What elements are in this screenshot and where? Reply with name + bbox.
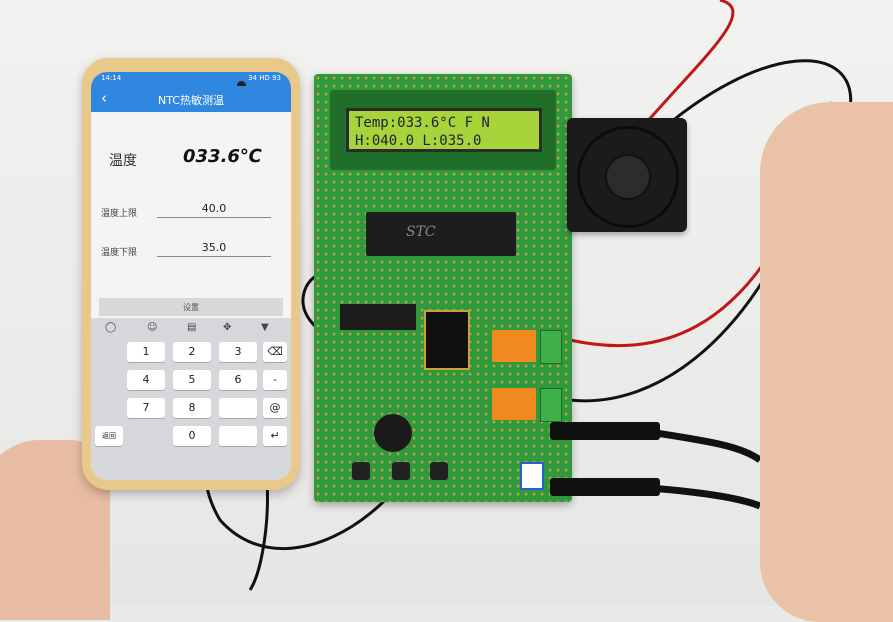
fan-hub (605, 154, 651, 200)
key-5[interactable]: 5 (173, 370, 211, 390)
upper-limit-input[interactable]: 40.0 (157, 202, 271, 218)
enter-key[interactable]: ↵ (263, 426, 287, 446)
back-arrow-icon[interactable]: ‹ (101, 89, 107, 107)
driver-ic (340, 304, 416, 330)
app-bar: ‹ NTC热敏测温 (91, 86, 291, 112)
relay-1 (492, 330, 536, 362)
status-bar: 14:14 34 HD 93 (91, 72, 291, 86)
key-7[interactable]: 7 (127, 398, 165, 418)
terminal-block-2 (540, 388, 562, 422)
app-title: NTC热敏测温 (158, 94, 224, 107)
key-9[interactable] (219, 398, 257, 418)
clipboard-icon[interactable]: ▤ (187, 322, 197, 333)
lower-limit-input[interactable]: 35.0 (157, 241, 271, 257)
lcd-module: Temp:033.6°C F N H:040.0 L:035.0 (330, 90, 556, 170)
key-6[interactable]: 6 (219, 370, 257, 390)
terminal-block-1 (540, 330, 562, 364)
temperature-value: 033.6℃ (183, 146, 262, 167)
at-key[interactable]: @ (263, 398, 287, 418)
space-key[interactable] (219, 426, 257, 446)
chip-label: STC (406, 224, 436, 240)
numeric-keyboard: ◯ ☺ ▤ ✥ ▼ 1 2 3 ⌫ 4 5 6 - 7 8 @ 返回 0 (91, 318, 291, 480)
dc-jack-1 (550, 422, 660, 440)
keyboard-toolbar: ◯ ☺ ▤ ✥ ▼ (91, 318, 291, 340)
lcd-screen: Temp:033.6°C F N H:040.0 L:035.0 (346, 108, 542, 152)
relay-2 (492, 388, 536, 420)
upper-limit-label: 温度上限 (101, 209, 138, 219)
key-2[interactable]: 2 (173, 342, 211, 362)
lower-limit-label: 温度下限 (101, 248, 138, 258)
key-1[interactable]: 1 (127, 342, 165, 362)
right-hand (760, 102, 893, 622)
microcontroller-chip: STC (366, 212, 516, 256)
backspace-key[interactable]: ⌫ (263, 342, 287, 362)
tact-button-1[interactable] (352, 462, 370, 480)
pcb-board: Temp:033.6°C F N H:040.0 L:035.0 STC (314, 74, 572, 502)
wifi-module (424, 310, 470, 370)
cursor-move-icon[interactable]: ✥ (223, 322, 232, 333)
key-0[interactable]: 0 (173, 426, 211, 446)
temperature-label: 温度 (109, 153, 137, 169)
front-camera (237, 81, 246, 90)
emoji-icon[interactable]: ☺ (147, 322, 158, 333)
smartphone: 14:14 34 HD 93 ‹ NTC热敏测温 温度 033.6℃ 温度上限 … (82, 58, 300, 490)
tact-button-3[interactable] (430, 462, 448, 480)
status-time: 14:14 (101, 74, 122, 82)
set-button[interactable]: 设置 (99, 298, 283, 316)
key-4[interactable]: 4 (127, 370, 165, 390)
key-8[interactable]: 8 (173, 398, 211, 418)
keyboard-mode-icon[interactable]: ◯ (105, 322, 117, 333)
key-3[interactable]: 3 (219, 342, 257, 362)
collapse-keyboard-icon[interactable]: ▼ (261, 322, 269, 333)
tact-button-2[interactable] (392, 462, 410, 480)
cooling-fan (567, 118, 687, 232)
buzzer (374, 414, 412, 452)
lcd-line-1: Temp:033.6°C F N (355, 115, 490, 131)
dc-jack-2 (550, 478, 660, 496)
phone-screen: 14:14 34 HD 93 ‹ NTC热敏测温 温度 033.6℃ 温度上限 … (91, 72, 291, 480)
minus-key[interactable]: - (263, 370, 287, 390)
fan-ring (577, 126, 679, 228)
power-switch[interactable] (520, 462, 544, 490)
status-indicators: 34 HD 93 (248, 74, 281, 82)
return-key[interactable]: 返回 (95, 426, 123, 446)
lcd-line-2: H:040.0 L:035.0 (355, 133, 482, 149)
